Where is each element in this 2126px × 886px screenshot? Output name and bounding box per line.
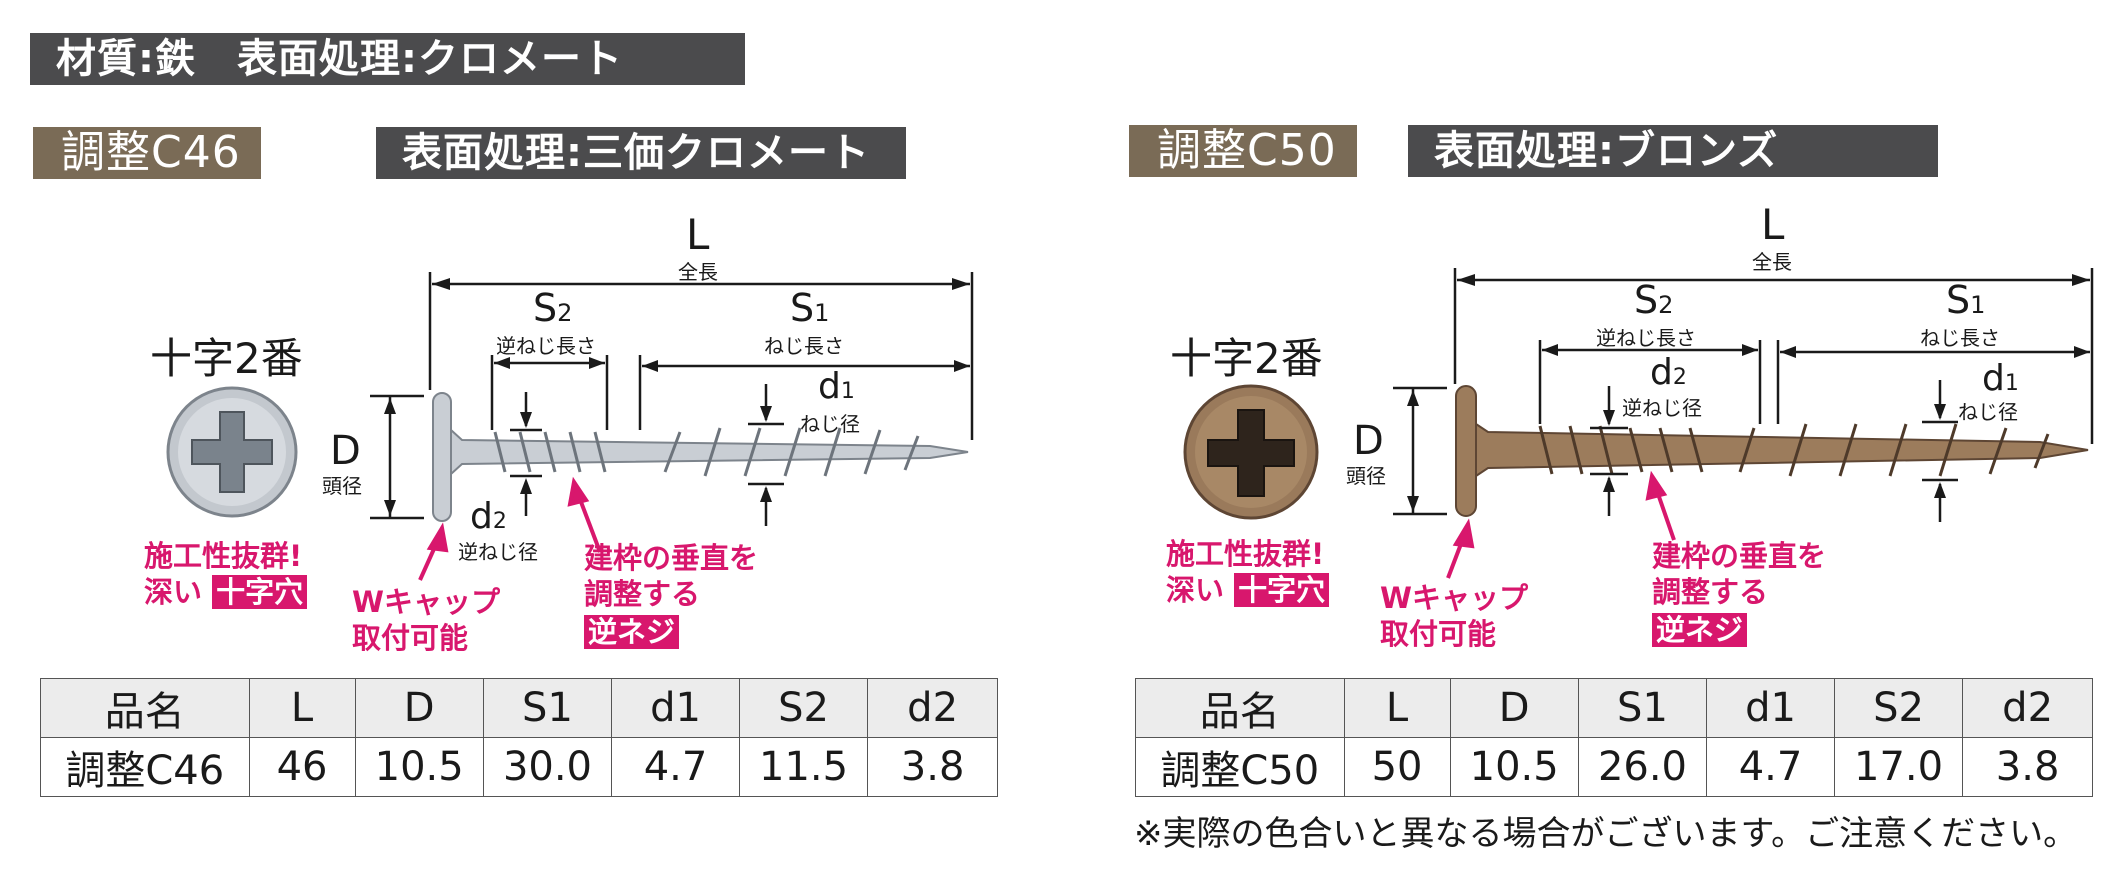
dim-d1-sub-c50: ねじ径 bbox=[1958, 400, 2018, 424]
phillips-head-icon-c50 bbox=[1183, 384, 1319, 520]
color-disclaimer-note: ※実際の色合いと異なる場合がございます。ご注意ください。 bbox=[1134, 814, 2078, 854]
drive-size-label-c50: 十字2番 bbox=[1170, 334, 1323, 383]
dim-S2-label-c50: S2 bbox=[1634, 278, 1674, 322]
table-cell: 4.7 bbox=[1706, 737, 1835, 797]
table-cell: 品名 bbox=[1135, 678, 1345, 738]
dim-d2-label-c50: d2 bbox=[1650, 352, 1687, 393]
dim-S1-label-c46: S1 bbox=[790, 286, 830, 330]
table-cell: L bbox=[1343, 678, 1451, 738]
dim-S1-label-c50: S1 bbox=[1946, 278, 1986, 322]
dim-D-sub-c50: 頭径 bbox=[1346, 464, 1386, 488]
table-cell: 17.0 bbox=[1833, 737, 1964, 797]
table-cell: 10.5 bbox=[354, 737, 484, 797]
table-cell: 調整C50 bbox=[1135, 737, 1345, 797]
dim-D-sub-c46: 頭径 bbox=[322, 474, 362, 498]
dim-S1-sub-c50: ねじ長さ bbox=[1920, 326, 2000, 350]
spec-table-c50: 品名 L D S1 d1 S2 d2 調整C50 50 10.5 26.0 4.… bbox=[1135, 678, 2093, 797]
table-cell: 3.8 bbox=[867, 737, 998, 797]
table-cell: L bbox=[248, 678, 356, 738]
spec-table-c46: 品名 L D S1 d1 S2 d2 調整C46 46 10.5 30.0 4.… bbox=[40, 678, 998, 797]
table-cell: S1 bbox=[1577, 678, 1708, 738]
phillips-head-icon-c46 bbox=[166, 386, 298, 518]
dim-S2-sub-c50: 逆ねじ長さ bbox=[1596, 326, 1696, 350]
table-header-row: 品名 L D S1 d1 S2 d2 bbox=[40, 678, 998, 738]
table-row: 調整C46 46 10.5 30.0 4.7 11.5 3.8 bbox=[40, 737, 998, 797]
feature-wcap-c50: Wキャップ 取付可能 bbox=[1380, 581, 1528, 651]
table-cell: 4.7 bbox=[611, 737, 740, 797]
table-cell: 46 bbox=[248, 737, 356, 797]
dim-d2-label-c46: d2 bbox=[470, 496, 507, 537]
table-cell: d2 bbox=[1962, 678, 2093, 738]
screw-side-view-c46 bbox=[432, 392, 969, 522]
product-name-badge-c50: 調整C50 bbox=[1129, 125, 1357, 177]
product-name-badge-c46: 調整C46 bbox=[33, 127, 261, 179]
drive-size-label-c46: 十字2番 bbox=[150, 334, 303, 383]
dim-d2-sub-c50: 逆ねじ径 bbox=[1622, 396, 1702, 420]
dim-d1-label-c50: d1 bbox=[1982, 358, 2019, 399]
dim-S2-sub-c46: 逆ねじ長さ bbox=[496, 334, 596, 358]
dim-L-sub-c50: 全長 bbox=[1752, 250, 1792, 274]
dim-d1-sub-c46: ねじ径 bbox=[800, 412, 860, 436]
finish-banner-c50: 表面処理:ブロンズ bbox=[1408, 125, 1938, 177]
table-cell: 10.5 bbox=[1449, 737, 1579, 797]
feature-cross-hole-c46: 施工性抜群! 深い 十字穴 bbox=[144, 538, 308, 610]
feature-reverse-thread-c46: 建枠の垂直を 調整する 逆ネジ bbox=[584, 541, 759, 649]
finish-banner-c46: 表面処理:三価クロメート bbox=[376, 127, 906, 179]
table-cell: 品名 bbox=[40, 678, 250, 738]
material-banner: 材質:鉄 表面処理:クロメート bbox=[30, 33, 745, 85]
table-cell: 11.5 bbox=[738, 737, 869, 797]
dim-L-label-c46: L bbox=[686, 210, 710, 259]
table-cell: 50 bbox=[1343, 737, 1451, 797]
screw-side-view-c50 bbox=[1455, 385, 2089, 517]
dim-L-label-c50: L bbox=[1761, 200, 1785, 249]
dim-D-label-c46: D bbox=[330, 428, 361, 474]
dim-S1-sub-c46: ねじ長さ bbox=[764, 334, 844, 358]
table-cell: 30.0 bbox=[482, 737, 613, 797]
table-cell: S1 bbox=[482, 678, 613, 738]
table-cell: d2 bbox=[867, 678, 998, 738]
table-cell: 調整C46 bbox=[40, 737, 250, 797]
dim-S2-label-c46: S2 bbox=[533, 286, 573, 330]
dim-d2-sub-c46: 逆ねじ径 bbox=[458, 540, 538, 564]
feature-cross-hole-c50: 施工性抜群! 深い 十字穴 bbox=[1166, 536, 1330, 608]
table-cell: 3.8 bbox=[1962, 737, 2093, 797]
table-header-row: 品名 L D S1 d1 S2 d2 bbox=[1135, 678, 2093, 738]
table-cell: D bbox=[1449, 678, 1579, 738]
dim-D-label-c50: D bbox=[1353, 418, 1384, 464]
table-cell: d1 bbox=[1706, 678, 1835, 738]
table-cell: S2 bbox=[738, 678, 869, 738]
table-row: 調整C50 50 10.5 26.0 4.7 17.0 3.8 bbox=[1135, 737, 2093, 797]
dim-d1-label-c46: d1 bbox=[818, 366, 855, 407]
dim-L-sub-c46: 全長 bbox=[678, 260, 718, 284]
table-cell: d1 bbox=[611, 678, 740, 738]
table-cell: D bbox=[354, 678, 484, 738]
feature-wcap-c46: Wキャップ 取付可能 bbox=[352, 585, 500, 655]
table-cell: 26.0 bbox=[1577, 737, 1708, 797]
table-cell: S2 bbox=[1833, 678, 1964, 738]
feature-reverse-thread-c50: 建枠の垂直を 調整する 逆ネジ bbox=[1652, 539, 1827, 647]
